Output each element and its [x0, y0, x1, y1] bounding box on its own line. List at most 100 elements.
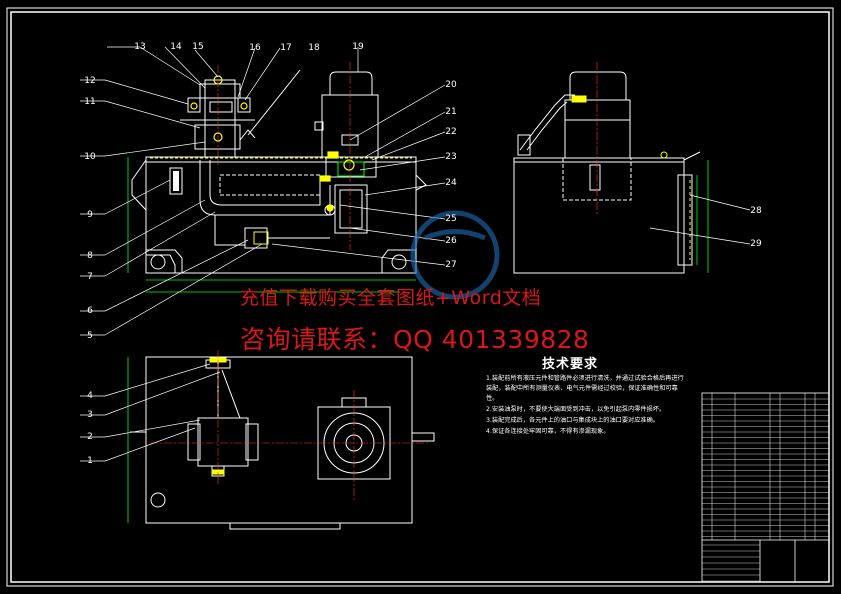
leader-4-b	[104, 363, 211, 397]
right-drain-plug	[391, 254, 407, 270]
side-leaders	[649, 194, 751, 245]
valve-knob-left	[190, 102, 198, 110]
leader-7-b	[104, 211, 216, 277]
part-label-3: 3	[87, 410, 93, 420]
leader-5-b	[104, 243, 263, 336]
part-label-8: 8	[87, 251, 93, 261]
front-view-dims	[127, 157, 416, 293]
side-handle	[683, 151, 701, 161]
part-label-24: 24	[445, 178, 457, 188]
part-label-26: 26	[445, 236, 457, 246]
tech-req-item: 3.装配完成后，各元件上的油口与集成块上的油口要对应准确。	[486, 417, 659, 424]
leader-6-b	[104, 239, 249, 312]
top-tank	[145, 356, 413, 524]
yellow-fitting-2	[319, 175, 331, 182]
front-leaders	[80, 46, 446, 336]
valve-base	[194, 124, 241, 150]
coupling-green	[337, 161, 365, 177]
top-valve-block	[197, 417, 249, 467]
side-motor-fan	[569, 71, 627, 100]
top-right-handle	[411, 432, 435, 442]
left-leg	[146, 249, 183, 273]
yellow-port	[326, 204, 334, 212]
pipe-2	[209, 160, 321, 206]
part-label-11: 11	[84, 97, 95, 107]
side-pipe-2	[526, 101, 568, 151]
front-center-lines	[217, 62, 351, 250]
part-label-12: 12	[84, 76, 95, 86]
leader-14	[164, 46, 206, 89]
part-label-2: 2	[87, 432, 93, 442]
leader-9-b	[104, 179, 171, 215]
right-leg	[381, 249, 416, 273]
return-filter-yellow	[253, 231, 269, 245]
pipe-3	[214, 215, 245, 246]
valve-block	[204, 79, 236, 158]
front-view	[131, 69, 427, 274]
part-label-17: 17	[280, 43, 291, 53]
watermark-line-2: 咨询请联系：QQ 401339828	[240, 325, 590, 354]
part-label-9: 9	[87, 210, 93, 220]
leader-23	[359, 156, 446, 171]
leader-3-b	[104, 371, 221, 416]
right-valve	[237, 97, 251, 113]
tech-req-item: 1.装配前所有液压元件和管路件必须进行清洗，并通过试验合格后再进行装配，装配中所…	[486, 375, 684, 402]
side-motor	[564, 99, 631, 159]
outer-frame	[6, 7, 834, 587]
valve-knob-right	[240, 102, 248, 110]
top-leaders	[80, 363, 221, 462]
gauge-tube	[239, 129, 256, 141]
right-handle	[415, 174, 427, 191]
side-yellow-1	[571, 95, 587, 103]
inner-frame	[10, 11, 830, 583]
part-label-19: 19	[352, 42, 364, 52]
motor-fan-cover	[329, 71, 373, 95]
watermark-line-1: 充值下载购买全套图纸+Word文档	[240, 287, 542, 309]
return-filter	[244, 227, 268, 249]
valve-top	[199, 83, 241, 99]
watermark-logo-ring	[410, 210, 500, 300]
valve-label-plate	[209, 101, 233, 113]
leader-18	[247, 69, 301, 136]
part-label-29: 29	[750, 239, 762, 249]
leader-13-b	[139, 46, 201, 86]
coupling-knob	[343, 159, 355, 171]
part-label-16: 16	[249, 43, 261, 53]
motor-side-box	[314, 121, 324, 131]
left-valve	[187, 97, 201, 113]
leader-21	[364, 111, 446, 158]
part-label-20: 20	[445, 80, 457, 90]
part-label-27: 27	[445, 260, 456, 270]
pipe-1	[199, 160, 331, 216]
title-block-frame	[701, 392, 830, 583]
part-label-10: 10	[84, 152, 96, 162]
part-label-7: 7	[87, 272, 93, 282]
side-yellow-2	[660, 151, 668, 159]
technical-requirements-title: 技术要求	[542, 357, 599, 372]
side-view-dims	[696, 160, 709, 273]
part-label-6: 6	[87, 306, 93, 316]
leader-11-b	[104, 100, 201, 129]
leader-27	[271, 243, 446, 266]
tech-req-item: 4.保证各连接处牢固可靠，不得有渗漏现象。	[486, 428, 610, 435]
leader-1-b	[104, 427, 196, 462]
part-label-5: 5	[87, 331, 93, 341]
tech-req-item: 2.安装油泵时，不要使大端面受到冲击，以免引起泵内零件损坏。	[486, 406, 666, 413]
part-label-28: 28	[750, 206, 762, 216]
leader-16	[237, 47, 256, 98]
side-pump	[589, 164, 601, 191]
top-center-lines	[150, 350, 430, 500]
top-drain	[150, 492, 166, 508]
top-bottom-plate	[229, 522, 341, 530]
leader-8-b	[104, 199, 206, 256]
leader-28	[689, 194, 751, 211]
side-view-accents	[571, 95, 691, 260]
part-label-23: 23	[445, 152, 456, 162]
suction-filter-outline	[219, 174, 321, 196]
part-label-4: 4	[87, 391, 93, 401]
leader-10-b	[104, 141, 206, 157]
leader-17	[244, 47, 281, 101]
